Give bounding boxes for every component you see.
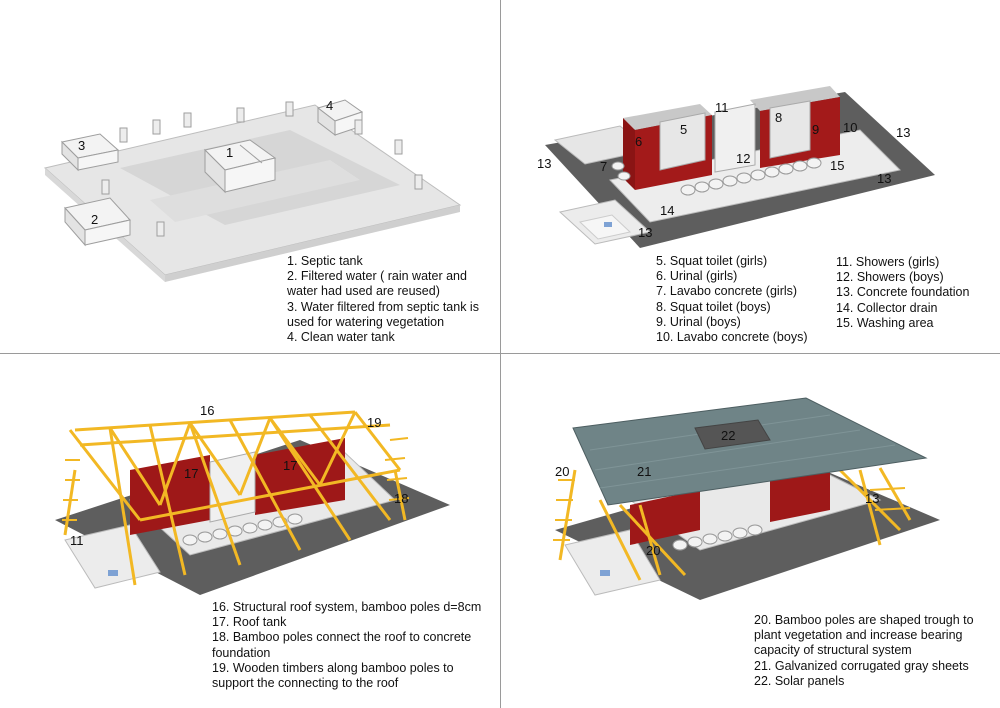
legend-item: 17. Roof tank [212, 615, 287, 630]
label-5: 5 [680, 122, 687, 137]
legend-foundation: 1. Septic tank 2. Filtered water ( rain … [287, 254, 482, 345]
label-22: 22 [721, 428, 735, 443]
label-13-c: 13 [877, 171, 891, 186]
label-13-d: 13 [638, 225, 652, 240]
legend-item: 20. Bamboo poles are shaped trough to pl… [754, 613, 978, 658]
label-9: 9 [812, 122, 819, 137]
label-18: 18 [394, 491, 408, 506]
bamboo-poles [558, 467, 912, 581]
roof-tank-left [130, 455, 210, 535]
legend-item: 12. Showers (boys) [836, 270, 944, 285]
legend-item: 4. Clean water tank [287, 330, 395, 345]
label-21: 21 [637, 464, 651, 479]
legend-item: 8. Squat toilet (boys) [656, 299, 771, 314]
label-7: 7 [600, 159, 607, 174]
label-19: 19 [367, 415, 381, 430]
legend-item: 21. Galvanized corrugated gray sheets [754, 658, 969, 673]
legend-item: 2. Filtered water ( rain water and water… [287, 269, 471, 299]
shower-block [714, 103, 756, 173]
label-12: 12 [736, 151, 750, 166]
legend-item: 5. Squat toilet (girls) [656, 254, 768, 268]
legend-item: 19. Wooden timbers along bamboo poles to… [212, 660, 458, 691]
label-10: 10 [843, 120, 857, 135]
horizontal-divider [0, 353, 1000, 354]
legend-walls-left: 5. Squat toilet (girls) 6. Urinal (girls… [656, 254, 826, 345]
label-13-b: 13 [537, 156, 551, 171]
label-20-top: 20 [555, 464, 569, 479]
label-16: 16 [200, 403, 214, 418]
legend-item: 13. Concrete foundation [836, 285, 970, 300]
legend-item: 6. Urinal (girls) [656, 269, 738, 284]
label-20-bottom: 20 [646, 543, 660, 558]
label-11-structure: 11 [70, 533, 84, 548]
corrugated-roof [572, 397, 928, 506]
legend-item: 15. Washing area [836, 315, 934, 330]
legend-roof: 20. Bamboo poles are shaped trough to pl… [754, 613, 984, 689]
legend-walls-right: 11. Showers (girls) 12. Showers (boys) 1… [836, 255, 986, 331]
washing-drums [611, 157, 822, 196]
legend-item: 3. Water filtered from septic tank is us… [287, 299, 483, 329]
label-6: 6 [635, 134, 642, 149]
legend-item: 18. Bamboo poles connect the roof to con… [212, 630, 475, 660]
label-17-right: 17 [283, 458, 297, 473]
bamboo-frame [63, 410, 407, 586]
label-17-left: 17 [184, 466, 198, 481]
label-2: 2 [91, 212, 98, 227]
label-15: 15 [830, 158, 844, 173]
legend-item: 1. Septic tank [287, 254, 363, 268]
legend-item: 14. Collector drain [836, 300, 938, 315]
legend-roof-structure: 16. Structural roof system, bamboo poles… [212, 600, 484, 691]
label-8: 8 [775, 110, 782, 125]
label-13-a: 13 [896, 125, 910, 140]
label-13-roof: 13 [865, 491, 879, 506]
label-11: 11 [715, 100, 729, 115]
label-14: 14 [660, 203, 674, 218]
legend-item: 7. Lavabo concrete (girls) [656, 284, 798, 299]
foundation-slab-edge [165, 205, 460, 282]
foundation-posts [101, 101, 423, 237]
legend-item: 10. Lavabo concrete (boys) [656, 330, 808, 345]
solar-panel [694, 419, 771, 450]
legend-item: 16. Structural roof system, bamboo poles… [212, 600, 482, 614]
label-1: 1 [226, 145, 233, 160]
label-4: 4 [326, 98, 333, 113]
label-3: 3 [78, 138, 85, 153]
legend-item: 22. Solar panels [754, 673, 845, 688]
legend-item: 11. Showers (girls) [836, 255, 940, 269]
vertical-divider [500, 0, 501, 708]
wooden-timbers [62, 437, 410, 521]
legend-item: 9. Urinal (boys) [656, 314, 741, 329]
